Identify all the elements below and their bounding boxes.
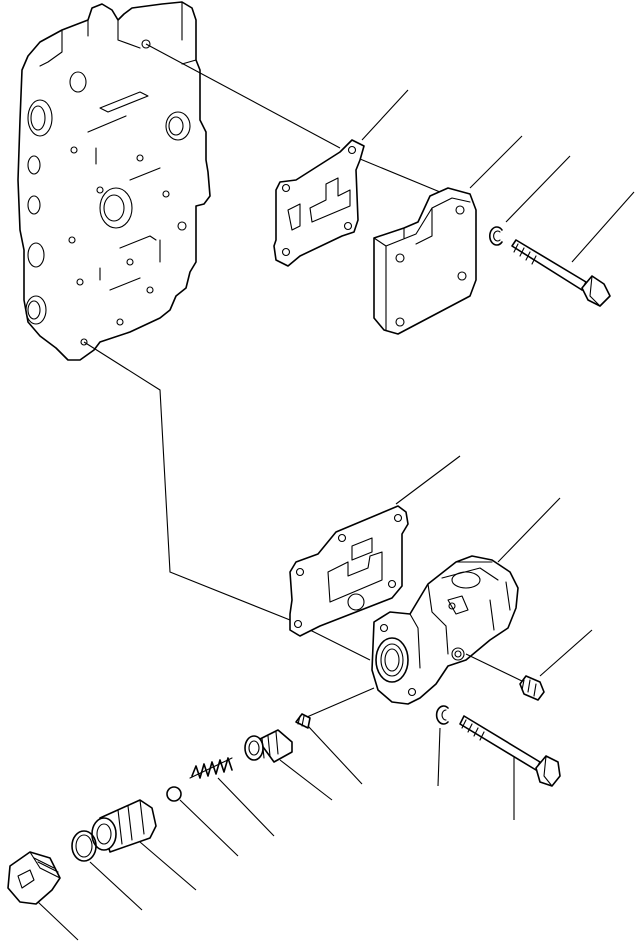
lower-washer	[435, 705, 449, 725]
leader-valve-housing	[497, 497, 561, 563]
alignment-line-upper	[145, 43, 341, 149]
alignment-line-upper-2	[347, 153, 441, 193]
o-ring	[71, 830, 97, 862]
valve-body	[17, 1, 211, 361]
leader-ball	[179, 799, 239, 857]
leader-lower-gasket	[395, 455, 461, 505]
ball	[166, 786, 182, 802]
small-plug	[295, 713, 311, 729]
leader-upper-washer	[505, 155, 571, 223]
lower-gasket	[289, 505, 409, 637]
alignment-line-inline-stack	[299, 687, 375, 721]
upper-bolt	[511, 239, 611, 307]
leader-plug-screw	[539, 629, 593, 677]
leader-spring	[217, 777, 275, 837]
alignment-line-plug-screw	[465, 653, 525, 683]
leader-lower-washer	[437, 727, 441, 787]
leader-upper-bolt	[571, 191, 635, 263]
sleeve	[91, 799, 157, 853]
cover-plate	[373, 187, 477, 335]
leader-piston	[279, 759, 333, 801]
leader-o-ring	[89, 861, 143, 911]
alignment-line-lower	[83, 341, 371, 661]
plug-screw	[519, 675, 545, 701]
upper-gasket	[273, 139, 365, 267]
end-plug	[7, 851, 61, 905]
upper-washer	[488, 226, 503, 246]
lower-bolt	[459, 715, 561, 787]
leader-small-plug	[307, 725, 363, 785]
leader-sleeve	[139, 841, 197, 891]
piston	[244, 729, 293, 763]
leader-upper-gasket	[361, 89, 409, 141]
leader-end-plug	[37, 901, 79, 941]
spring	[189, 757, 233, 779]
valve-housing	[371, 555, 519, 705]
leader-cover-plate	[469, 135, 523, 189]
